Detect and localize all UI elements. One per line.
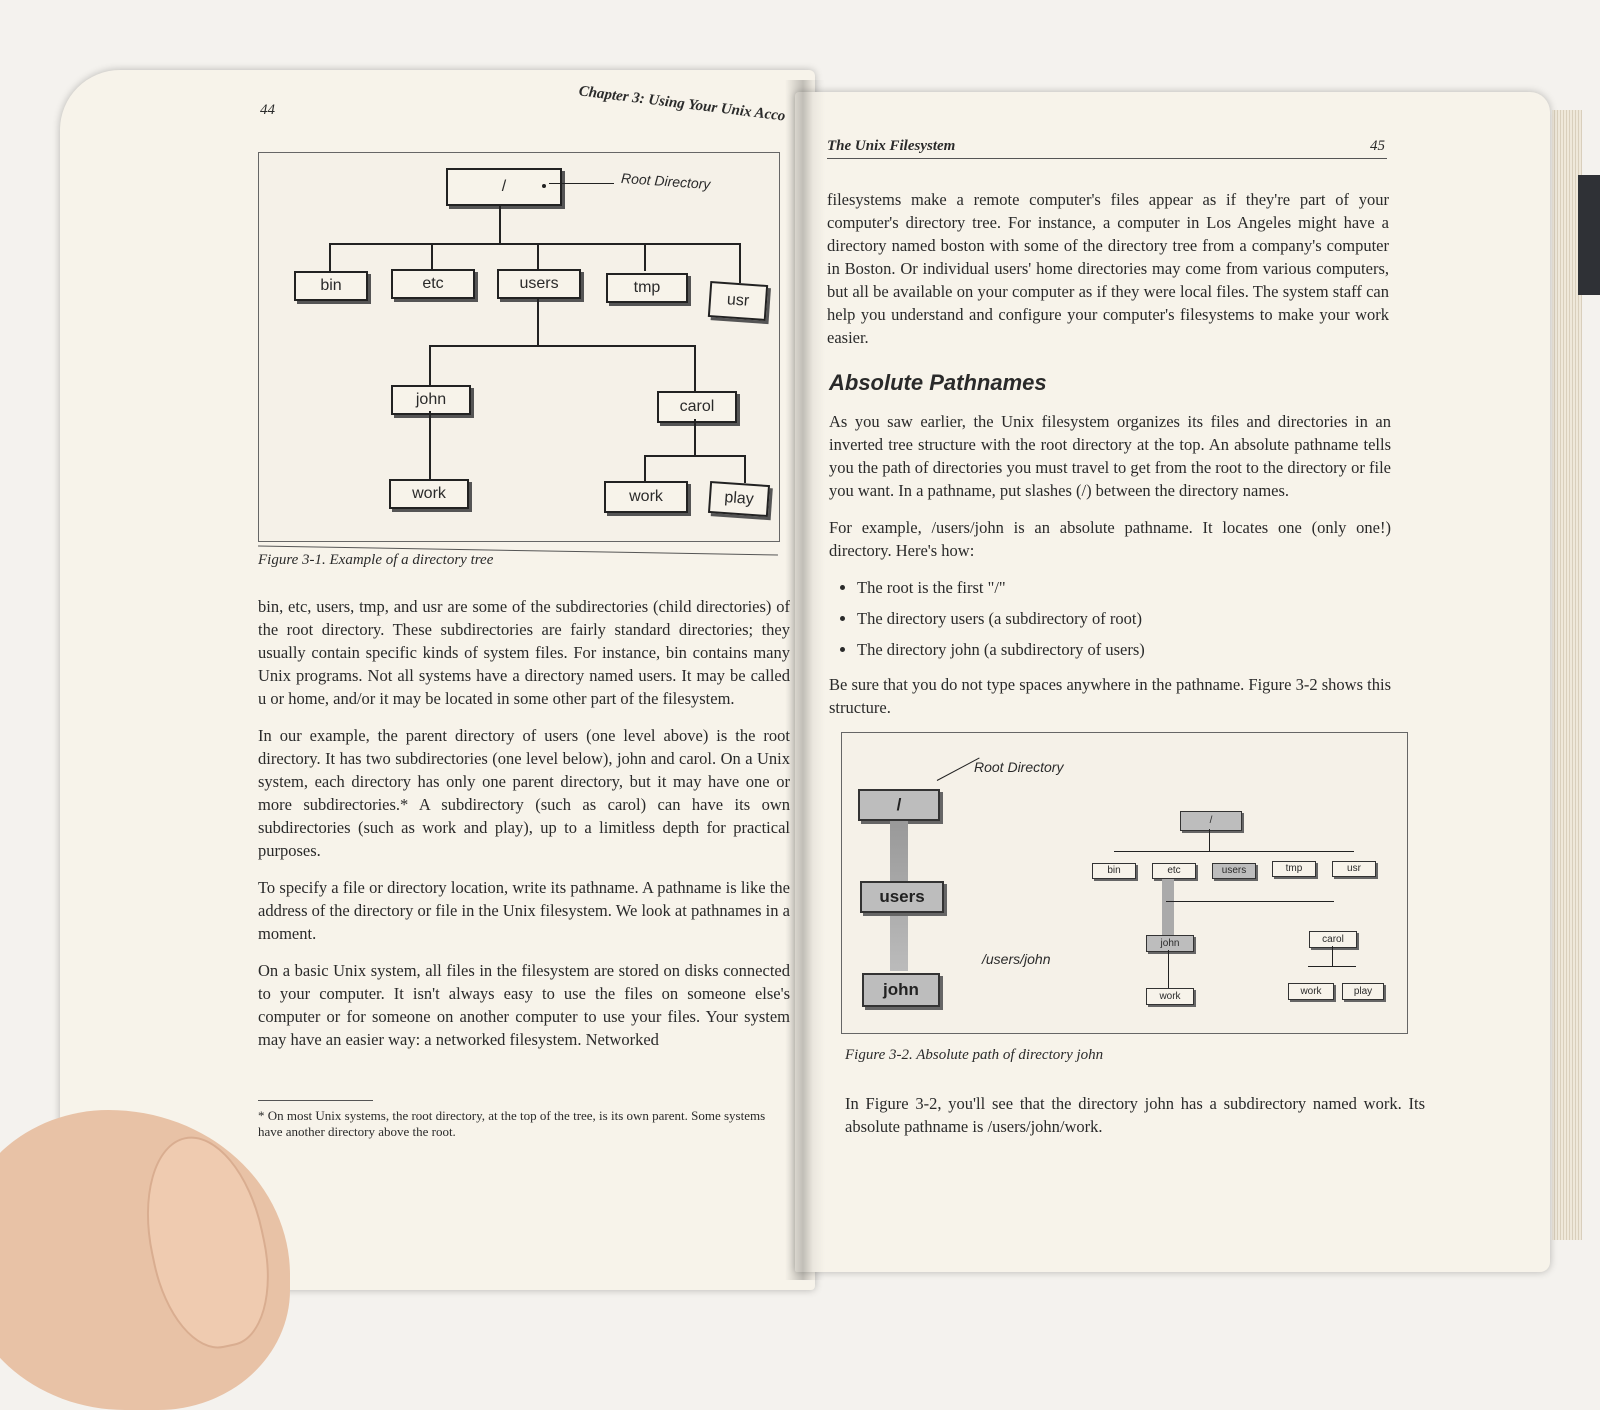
figure-3-2: Root Directory / users john /users/john … [841, 732, 1408, 1034]
left-running-head: Chapter 3: Using Your Unix Acco [577, 83, 787, 125]
right-closing: In Figure 3-2, you'll see that the direc… [845, 1092, 1425, 1152]
fig2-small-path [1162, 879, 1174, 935]
stem-john-work [429, 411, 431, 479]
bullet-item: The root is the first "/" [857, 576, 1391, 599]
figure-3-1: / Root Directory bin etc users tmp usr j… [258, 152, 780, 542]
right-running-head: The Unix Filesystem [827, 138, 956, 154]
stem-usr [739, 243, 741, 283]
fig2-node-john-work: work [1146, 988, 1194, 1005]
node-bin: bin [294, 271, 368, 301]
fig2-node-carol: carol [1309, 931, 1357, 948]
root-directory-label: Root Directory [620, 169, 711, 193]
bullet-item: The directory users (a subdirectory of r… [857, 607, 1391, 630]
right-closing-paragraph: In Figure 3-2, you'll see that the direc… [845, 1094, 1425, 1136]
left-paragraph-2: In our example, the parent directory of … [258, 726, 790, 860]
root-pointer [549, 183, 614, 184]
bullet-list: The root is the first "/" The directory … [829, 576, 1391, 661]
fig2-level1-bar [1114, 851, 1354, 852]
level1-bar [329, 243, 739, 245]
right-page-number: 45 [1370, 138, 1385, 154]
fig2-john-stem [1168, 950, 1169, 988]
node-carol-work: work [604, 481, 688, 513]
fig2-node-etc: etc [1152, 863, 1196, 879]
node-usr: usr [707, 281, 769, 321]
fig2-root-directory-label: Root Directory [974, 759, 1064, 775]
carol-bar [644, 455, 744, 457]
left-body-text: bin, etc, users, tmp, and usr are some o… [258, 595, 790, 1065]
fig2-node-bin: bin [1092, 863, 1136, 879]
stem-tmp [644, 243, 646, 271]
root-slash: / [501, 178, 507, 195]
left-page: 44 Chapter 3: Using Your Unix Acco / Roo… [60, 70, 815, 1290]
fig2-root-stem [1209, 829, 1210, 851]
fig2-small-root: / [1180, 811, 1242, 831]
node-john: john [391, 385, 471, 415]
right-paragraph-1: filesystems make a remote computer's fil… [827, 190, 1389, 347]
figure-3-2-caption: Figure 3-2. Absolute path of directory j… [845, 1047, 1104, 1063]
tree-root-node: / [446, 168, 562, 206]
carol-stem [694, 419, 696, 455]
right-paragraph-3: For example, /users/john is an absolute … [829, 518, 1391, 560]
stem-john [429, 345, 431, 385]
stem-users [537, 243, 539, 271]
users-stem [537, 297, 539, 345]
stem-carol [694, 345, 696, 391]
fig2-big-root: / [858, 789, 940, 821]
node-tmp: tmp [606, 273, 688, 303]
left-paragraph-4: On a basic Unix system, all files in the… [258, 961, 790, 1049]
right-header-rule [827, 158, 1387, 159]
bullet-item: The directory john (a subdirectory of us… [857, 638, 1391, 661]
fig2-node-carol-work: work [1288, 983, 1334, 1000]
fig2-big-john: john [862, 973, 940, 1007]
fig2-big-users: users [860, 881, 944, 913]
fig2-node-john: john [1146, 935, 1194, 952]
black-tab [1578, 175, 1600, 295]
fig2-path-label: /users/john [982, 951, 1051, 967]
right-intro: filesystems make a remote computer's fil… [827, 188, 1389, 363]
root-stem [499, 205, 501, 243]
fig2-users-bar [1166, 901, 1334, 902]
stem-etc [431, 243, 433, 271]
stem-bin [329, 243, 331, 271]
stem-carol-work [644, 455, 646, 481]
fig2-carol-stem [1332, 946, 1333, 966]
fig2-node-carol-play: play [1342, 983, 1384, 1000]
left-paragraph-1: bin, etc, users, tmp, and usr are some o… [258, 597, 790, 708]
node-users: users [497, 269, 581, 299]
book-gutter [785, 80, 825, 1280]
right-page: The Unix Filesystem 45 filesystems make … [795, 92, 1550, 1272]
root-dot [542, 184, 546, 188]
node-john-work: work [389, 479, 469, 509]
stem-carol-play [744, 455, 746, 483]
node-carol-play: play [707, 480, 771, 518]
left-page-number: 44 [260, 102, 275, 118]
figure-3-1-caption: Figure 3-1. Example of a directory tree [258, 552, 494, 568]
node-carol: carol [657, 391, 737, 423]
right-paragraph-4: Be sure that you do not type spaces anyw… [829, 675, 1391, 717]
section-heading: Absolute Pathnames [829, 370, 1047, 395]
footnote-rule [258, 1100, 373, 1101]
page-edges [1552, 110, 1582, 1240]
fig2-node-users: users [1212, 863, 1256, 879]
fig2-node-usr: usr [1332, 861, 1376, 877]
right-body-text: As you saw earlier, the Unix filesystem … [829, 410, 1391, 733]
users-bar [429, 345, 694, 347]
left-footnote: * On most Unix systems, the root directo… [258, 1108, 766, 1139]
fig2-node-tmp: tmp [1272, 861, 1316, 877]
fig2-carol-bar [1308, 966, 1356, 967]
node-etc: etc [391, 269, 475, 299]
right-paragraph-2: As you saw earlier, the Unix filesystem … [829, 412, 1391, 500]
left-paragraph-3: To specify a file or directory location,… [258, 878, 790, 943]
